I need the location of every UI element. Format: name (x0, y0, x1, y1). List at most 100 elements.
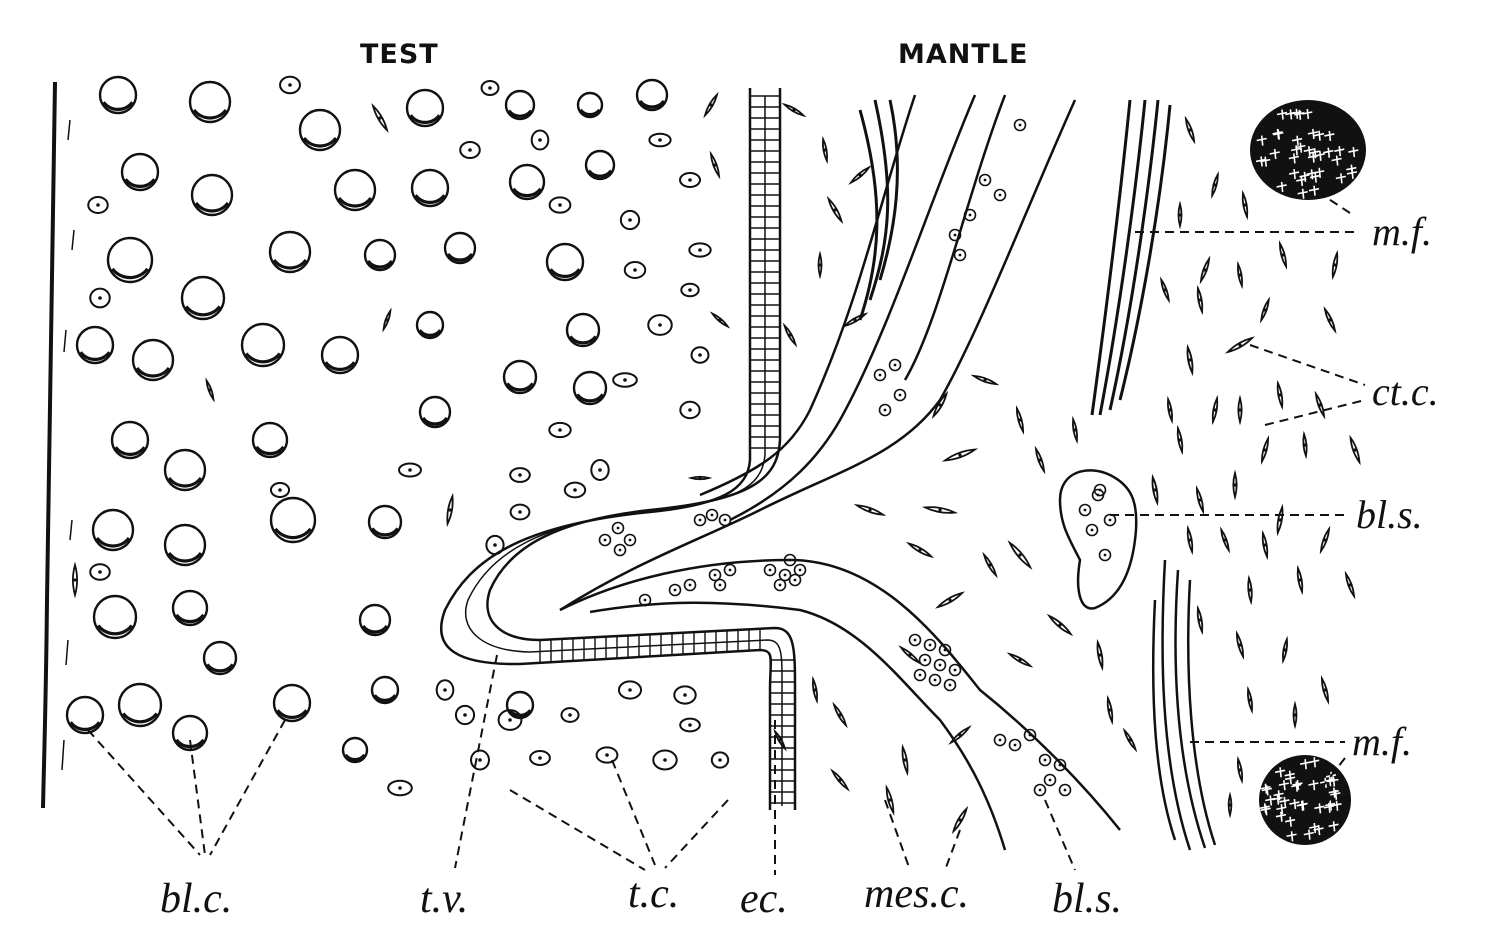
spindle-cell (1184, 115, 1196, 145)
blood-corpuscle (504, 89, 536, 121)
test-cell (679, 400, 701, 420)
muscle-fibre-boundary (1292, 780, 1303, 791)
spindle-cell (1186, 524, 1194, 556)
spindle-cell-nucleus (1263, 448, 1267, 452)
test-cell-nucleus (558, 428, 562, 432)
blood-cell-nucleus (878, 373, 882, 377)
test-cell (454, 704, 476, 726)
spindle-cell-nucleus (838, 713, 842, 717)
label-blood-sinus-bottom: bl.s. (1052, 876, 1122, 922)
blood-corpuscle-rim (124, 178, 156, 188)
blood-corpuscle-rim (274, 527, 312, 540)
blood-cell (763, 563, 777, 577)
spindle-cell-nucleus (378, 116, 382, 120)
test-cell-nucleus (573, 488, 577, 492)
spindle-cell (1247, 574, 1253, 606)
blood-cell (613, 543, 627, 557)
spindle-cell-nucleus (853, 318, 857, 322)
test-cell-nucleus (568, 713, 572, 717)
spindle-cell-nucleus (1163, 288, 1167, 292)
spindle-cell-nucleus (1318, 403, 1322, 407)
muscle-fibre-boundary (1335, 173, 1347, 184)
blood-cell-nucleus (893, 363, 897, 367)
blood-cell (893, 388, 907, 402)
blood-corpuscle-rim (69, 721, 101, 731)
spindle-cell (1015, 405, 1025, 435)
spindle-cell-nucleus (813, 688, 817, 692)
test-cell-nucleus (628, 688, 632, 692)
test-cell (690, 346, 710, 364)
spindle-cell-nucleus (1238, 643, 1242, 647)
blood-cell (1033, 783, 1047, 797)
blood-corpuscle (341, 736, 369, 764)
mantle-header: MANTLE (898, 39, 1028, 70)
spindle-cell-nucleus (983, 378, 987, 382)
test-cell-nucleus (478, 758, 482, 762)
label-blood-sinus-right: bl.s. (1356, 492, 1423, 537)
spindle-cell-nucleus (833, 208, 837, 212)
test-cell (509, 467, 531, 483)
spindle-cell-nucleus (1303, 443, 1307, 447)
spindle-cell (841, 312, 869, 328)
spindle-cell-nucleus (698, 476, 702, 480)
spindle-cell-nucleus (1233, 483, 1237, 487)
spindle-cell (822, 135, 828, 165)
blood-sinus-cells-group (598, 118, 1117, 797)
blood-corpuscle (363, 238, 397, 272)
spindle-cell-nucleus (1198, 498, 1202, 502)
spindle-cell-nucleus (1248, 698, 1252, 702)
blood-corpuscle-rim (192, 108, 228, 120)
spindle-cell-nucleus (1228, 803, 1232, 807)
blood-corpuscle-rim (302, 136, 338, 148)
spindle-cell (1282, 635, 1288, 665)
spindle-cell-nucleus (208, 388, 212, 392)
spindle-cell-nucleus (1188, 358, 1192, 362)
test-cell (648, 132, 672, 148)
spindle-cell (1260, 435, 1270, 465)
test-cell (710, 751, 730, 769)
spindle-cell (1319, 525, 1331, 555)
blood-corpuscle-rim (421, 416, 449, 426)
blood-corpuscle (298, 108, 342, 152)
spindle-cell-nucleus (1203, 268, 1207, 272)
blood-corpuscle-rim (184, 305, 222, 317)
test-cell-nucleus (488, 86, 492, 90)
muscle-fibre-mass (1259, 755, 1351, 845)
blood-corpuscle-rim (373, 694, 397, 702)
test-cell-nucleus (688, 178, 692, 182)
muscle-fibre-boundary (1303, 829, 1314, 840)
spindle-cell (905, 541, 935, 559)
spindle-cell (1237, 755, 1243, 785)
spindle-cell-nucleus (1323, 538, 1327, 542)
muscle-fibre-boundary (1307, 128, 1319, 139)
blood-corpuscle-rim (244, 352, 282, 364)
blood-corpuscle-rim (446, 252, 474, 262)
spindle-cell (951, 805, 969, 835)
spindle-cell (941, 448, 979, 462)
blood-corpuscle-rim (111, 267, 149, 280)
blood-cell-nucleus (1103, 553, 1107, 557)
blood-corpuscle-rim (568, 335, 598, 345)
blood-cell-nucleus (928, 643, 932, 647)
test-cell-nucleus (698, 248, 702, 252)
spindle-cell-nucleus (838, 778, 842, 782)
blood-cell-nucleus (983, 178, 987, 182)
spindle-cell-nucleus (788, 333, 792, 337)
blood-cell (943, 678, 957, 692)
blood-cell-nucleus (918, 673, 922, 677)
blood-corpuscle-rim (205, 663, 235, 673)
spindle-cell-nucleus (1018, 658, 1022, 662)
blood-corpuscle (367, 504, 403, 540)
blood-corpuscle (508, 163, 546, 201)
blood-cell (908, 633, 922, 647)
spindle-cell-nucleus (1058, 623, 1062, 627)
blood-cell (993, 188, 1007, 202)
spindle-cell (1220, 526, 1230, 554)
test-cell-nucleus (98, 296, 102, 300)
test-cell-nucleus (463, 713, 467, 717)
test-cell-nucleus (623, 378, 627, 382)
blood-cell (928, 673, 942, 687)
spindle-cell (1292, 700, 1298, 730)
muscle-fibre-boundary (1328, 787, 1339, 798)
